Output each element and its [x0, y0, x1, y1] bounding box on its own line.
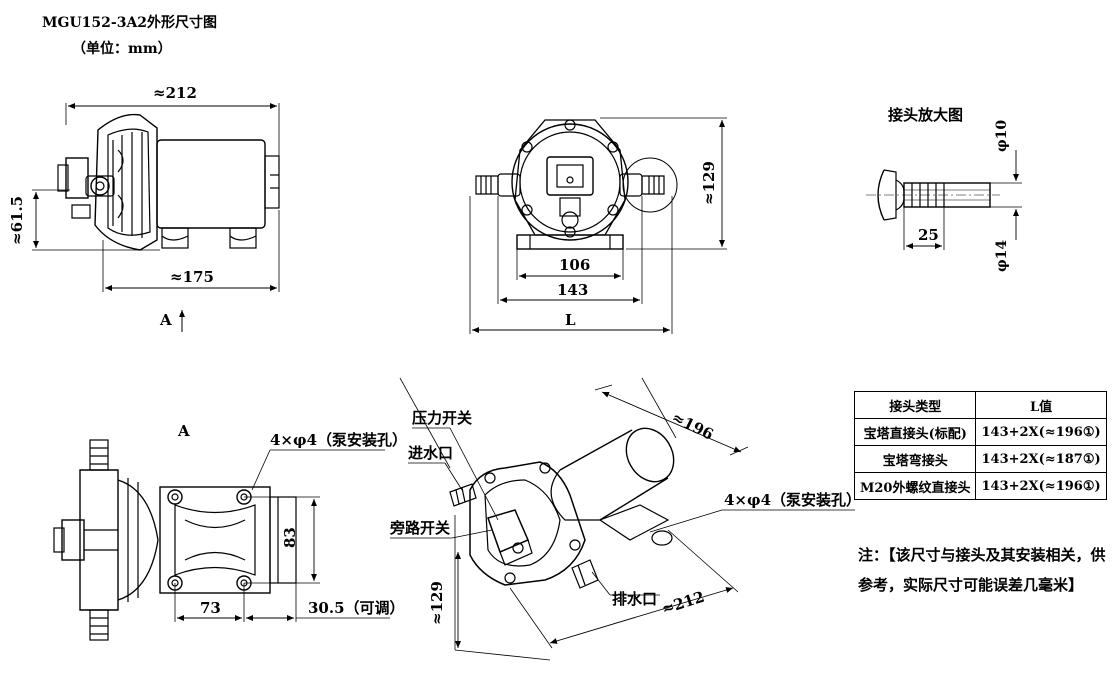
- table-row: 宝塔直接头(标配) 143+2X(≈196①): [853, 418, 1107, 446]
- label-inlet: 进水口: [408, 444, 454, 462]
- bottom-view-pump: [53, 439, 390, 641]
- table-row: 宝塔弯接头 143+2X(≈187①): [853, 445, 1107, 473]
- front-dim-143: 143: [557, 281, 589, 299]
- bottom-dim-adjustable: 30.5（可调）: [308, 599, 405, 617]
- spec-table-header: 接头类型 L值: [853, 391, 1107, 419]
- iso-dim-height: ≈129: [428, 581, 446, 625]
- fitting-detail-title: 接头放大图: [888, 106, 964, 124]
- label-outlet: 排水口: [612, 590, 658, 608]
- side-dim-base: ≈175: [170, 268, 214, 286]
- fitting-dim-outer: φ14: [994, 239, 1010, 272]
- bottom-dim-width: 83: [281, 527, 299, 548]
- unit-note: （单位：mm）: [72, 41, 172, 57]
- iso-holes-note: 4×φ4（泵安装孔）: [724, 491, 862, 509]
- spec-header-l: L值: [975, 391, 1107, 419]
- front-dim-106: 106: [559, 256, 591, 274]
- view-marker-a: A: [160, 311, 172, 329]
- fitting-dim-length: 25: [918, 226, 939, 244]
- spec-cell-l: 143+2X(≈187①): [975, 445, 1107, 473]
- side-dim-height: ≈61.5: [8, 195, 26, 245]
- fitting-dim-inner: φ10: [994, 119, 1010, 152]
- spec-table: 接头类型 L值 宝塔直接头(标配) 143+2X(≈196①) 宝塔弯接头 14…: [853, 391, 1107, 500]
- front-dim-l: L: [565, 311, 576, 329]
- bottom-dim-spacing: 73: [200, 599, 221, 617]
- label-bypass-switch: 旁路开关: [390, 519, 451, 537]
- fitting-detail: [866, 150, 1022, 250]
- drawing-title: MGU152-3A2外形尺寸图: [42, 15, 218, 31]
- front-view-pump: [469, 117, 727, 334]
- label-pressure-switch: 压力开关: [412, 409, 473, 427]
- spec-cell-type: M20外螺纹直接头: [853, 472, 977, 500]
- spec-cell-type: 宝塔弯接头: [853, 445, 977, 473]
- bottom-holes-note: 4×φ4（泵安装孔）: [270, 431, 408, 449]
- side-view-pump: [32, 103, 280, 332]
- side-dim-length: ≈212: [153, 84, 197, 102]
- spec-cell-type: 宝塔直接头(标配): [853, 418, 977, 446]
- bottom-view-label: A: [178, 422, 190, 440]
- spec-cell-l: 143+2X(≈196①): [975, 418, 1107, 446]
- dimension-note: 注：【该尺寸与接头及其安装相关，供参考，实际尺寸可能误差几毫米】: [858, 546, 1106, 594]
- spec-cell-l: 143+2X(≈196①): [975, 472, 1107, 500]
- front-dim-height: ≈129: [700, 161, 718, 205]
- iso-view-pump: [390, 377, 855, 661]
- spec-header-type: 接头类型: [853, 391, 977, 419]
- table-row: M20外螺纹直接头 143+2X(≈196①): [853, 472, 1107, 500]
